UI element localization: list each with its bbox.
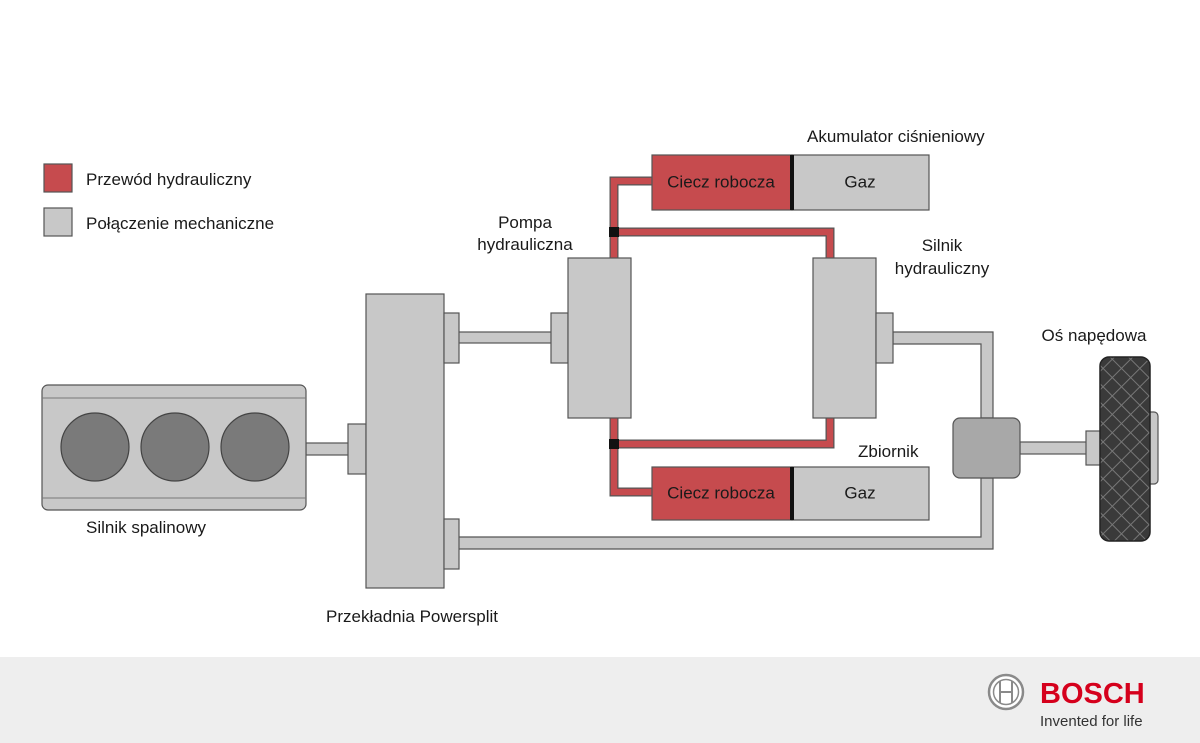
bosch-slogan: Invented for life [1040, 713, 1143, 730]
reservoir-label: Zbiornik [858, 442, 919, 461]
mechanical-connections [305, 331, 1091, 550]
hydraulic-lines [609, 176, 835, 497]
axle-shaft [1019, 441, 1091, 455]
drive-axle-wheel [1085, 356, 1159, 542]
hydraulic-motor [812, 257, 894, 419]
valve-bottom [609, 439, 619, 449]
differential [952, 417, 1021, 479]
pump-label-line1: Pompa [498, 213, 552, 232]
pressure-accumulator: Ciecz robocza Gaz [651, 154, 930, 211]
engine-label: Silnik spalinowy [86, 518, 206, 537]
transmission-pump-shaft [457, 331, 553, 344]
combustion-engine [41, 384, 307, 511]
accumulator-fluid-label: Ciecz robocza [667, 172, 775, 191]
valve-top [609, 227, 619, 237]
engine-shaft [305, 442, 351, 456]
reservoir-fluid-label: Ciecz robocza [667, 483, 775, 502]
cylinder-3 [220, 412, 290, 482]
transmission-label: Przekładnia Powersplit [326, 607, 498, 626]
legend: Przewód hydrauliczny Połączenie mechanic… [43, 163, 274, 237]
axle-label: Oś napędowa [1042, 326, 1147, 345]
cylinder-1 [60, 412, 130, 482]
motor-differential-shaft [892, 331, 994, 419]
reservoir-gas-label: Gaz [844, 483, 875, 502]
motor-label-line1: Silnik [922, 236, 963, 255]
bosch-logo: BOSCH Invented for life [987, 673, 1145, 730]
accumulator-gas-label: Gaz [844, 172, 875, 191]
legend-hydraulic-label: Przewód hydrauliczny [86, 170, 252, 189]
bosch-wordmark: BOSCH [1040, 678, 1145, 710]
cylinder-2 [140, 412, 210, 482]
powersplit-transmission [347, 293, 460, 589]
hydraulic-pump [550, 257, 632, 419]
motor-label-line2: hydrauliczny [895, 259, 990, 278]
legend-hydraulic-swatch [43, 163, 73, 193]
reservoir: Ciecz robocza Gaz [651, 466, 930, 521]
pump-label-line2: hydrauliczna [477, 235, 573, 254]
legend-mechanical-swatch [43, 207, 73, 237]
accumulator-label: Akumulator ciśnieniowy [807, 127, 985, 146]
legend-mechanical-label: Połączenie mechaniczne [86, 214, 274, 233]
